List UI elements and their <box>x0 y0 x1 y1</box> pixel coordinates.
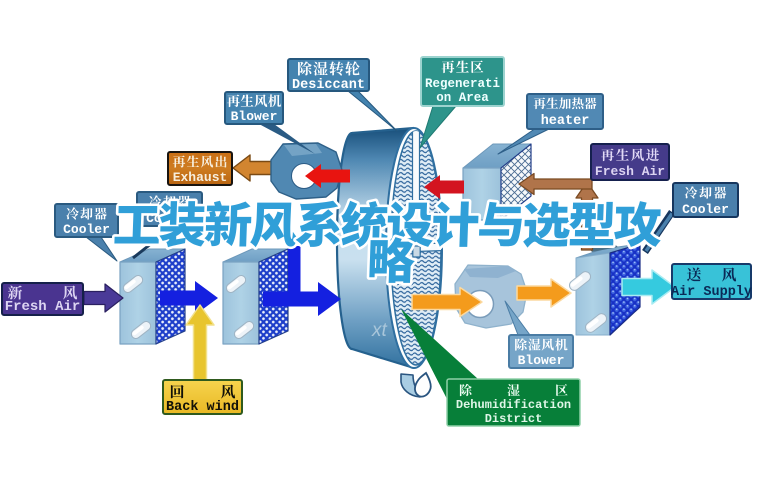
svg-text:Air Supply: Air Supply <box>671 285 752 300</box>
svg-text:Exhaust: Exhaust <box>173 170 228 185</box>
svg-text:District: District <box>485 412 543 426</box>
svg-text:Cooler: Cooler <box>682 202 729 217</box>
svg-text:Back wind: Back wind <box>166 400 239 415</box>
svg-text:on Area: on Area <box>436 91 489 105</box>
svg-text:Blower: Blower <box>518 353 565 368</box>
svg-text:Fresh Air: Fresh Air <box>595 164 665 179</box>
svg-text:Cooler: Cooler <box>63 222 110 237</box>
svg-text:Blower: Blower <box>231 109 278 124</box>
svg-text:Fresh Air: Fresh Air <box>5 299 81 315</box>
svg-text:xt: xt <box>371 320 388 341</box>
svg-text:Desiccant: Desiccant <box>292 78 365 93</box>
svg-text:Dehumidification: Dehumidification <box>456 398 571 412</box>
svg-text:heater: heater <box>541 114 590 129</box>
svg-text:Regenerati: Regenerati <box>425 77 500 91</box>
